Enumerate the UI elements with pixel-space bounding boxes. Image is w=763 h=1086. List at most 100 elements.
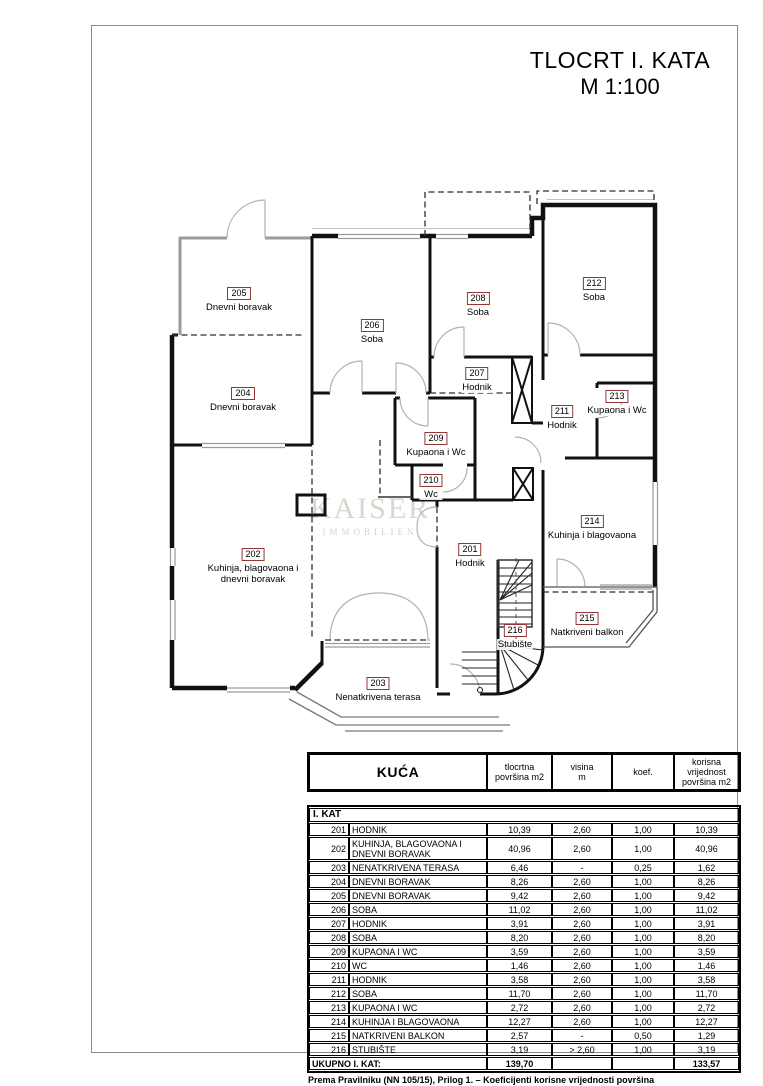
eave-lines: [312, 199, 654, 229]
cell-height: 2,60: [552, 889, 612, 902]
cell-value: 3,91: [674, 917, 740, 930]
table-row: 211 HODNIK 3,58 2,60 1,00 3,58: [309, 973, 740, 986]
cell-room-no: 208: [309, 931, 349, 944]
cell-value: 8,20: [674, 931, 740, 944]
cell-room-no: 212: [309, 987, 349, 1000]
cell-value: 3,19: [674, 1043, 740, 1056]
cell-room-no: 201: [309, 823, 349, 836]
table-rows: 201 HODNIK 10,39 2,60 1,00 10,39 202 KUH…: [309, 823, 740, 1056]
cell-room-no: 204: [309, 875, 349, 888]
cell-area: 12,27: [487, 1015, 552, 1028]
cell-room-no: 215: [309, 1029, 349, 1042]
cell-room-name: SOBA: [349, 987, 487, 1000]
table-row: 215 NATKRIVENI BALKON 2,57 - 0,50 1,29: [309, 1029, 740, 1042]
cell-value: 40,96: [674, 837, 740, 860]
total-height: [552, 1057, 612, 1070]
cell-room-no: 210: [309, 959, 349, 972]
cell-height: 2,60: [552, 823, 612, 836]
cell-value: 1,29: [674, 1029, 740, 1042]
cell-value: 10,39: [674, 823, 740, 836]
cell-value: 11,02: [674, 903, 740, 916]
total-row: UKUPNO I. KAT: 139,70 133,57: [309, 1057, 740, 1070]
table-row: 214 KUHINJA I BLAGOVAONA 12,27 2,60 1,00…: [309, 1015, 740, 1028]
cell-height: -: [552, 861, 612, 874]
cell-area: 40,96: [487, 837, 552, 860]
cell-area: 9,42: [487, 889, 552, 902]
cell-area: 3,58: [487, 973, 552, 986]
cell-area: 8,26: [487, 875, 552, 888]
header-area: tlocrtna površina m2: [487, 754, 553, 790]
cell-value: 2,72: [674, 1001, 740, 1014]
table-row: 210 WC 1,46 2,60 1,00 1,46: [309, 959, 740, 972]
table-row: 206 SOBA 11,02 2,60 1,00 11,02: [309, 903, 740, 916]
cell-room-name: STUBIŠTE: [349, 1043, 487, 1056]
door-arcs: [226, 199, 626, 695]
cell-room-no: 216: [309, 1043, 349, 1056]
cell-room-name: KUPAONA I WC: [349, 1001, 487, 1014]
dashed-lines: [172, 190, 655, 641]
table-row: 209 KUPAONA I WC 3,59 2,60 1,00 3,59: [309, 945, 740, 958]
cell-koef: 1,00: [612, 823, 674, 836]
cell-room-name: SOBA: [349, 931, 487, 944]
cell-room-name: NATKRIVENI BALKON: [349, 1029, 487, 1042]
thin-walls: [378, 496, 533, 628]
cell-value: 3,58: [674, 973, 740, 986]
cell-value: 8,26: [674, 875, 740, 888]
cell-room-no: 203: [309, 861, 349, 874]
cell-height: 2,60: [552, 973, 612, 986]
cell-area: 10,39: [487, 823, 552, 836]
cell-koef: 1,00: [612, 917, 674, 930]
cell-height: 2,60: [552, 903, 612, 916]
cell-room-name: HODNIK: [349, 823, 487, 836]
total-koef: [612, 1057, 674, 1070]
watermark-subtitle: IMMOBILIEN: [322, 527, 418, 537]
cell-room-no: 214: [309, 1015, 349, 1028]
shaft-boxes: [511, 356, 534, 501]
cell-height: 2,60: [552, 959, 612, 972]
cell-koef: 1,00: [612, 931, 674, 944]
cell-room-name: SOBA: [349, 903, 487, 916]
cell-koef: 1,00: [612, 959, 674, 972]
cell-area: 3,91: [487, 917, 552, 930]
cell-koef: 1,00: [612, 903, 674, 916]
cell-area: 11,02: [487, 903, 552, 916]
cell-room-name: KUHINJA, BLAGOVAONA I DNEVNI BORAVAK: [349, 837, 487, 860]
cell-height: 2,60: [552, 875, 612, 888]
header-height: visina m: [552, 754, 613, 790]
cell-area: 6,46: [487, 861, 552, 874]
drawing-scale: M 1:100: [580, 74, 660, 99]
cell-height: 2,60: [552, 931, 612, 944]
terrace-outline: [288, 691, 510, 732]
cell-area: 1,46: [487, 959, 552, 972]
cell-area: 8,20: [487, 931, 552, 944]
cell-room-no: 209: [309, 945, 349, 958]
cell-koef: 0,50: [612, 1029, 674, 1042]
table-row: 201 HODNIK 10,39 2,60 1,00 10,39: [309, 823, 740, 836]
balcony-outline: [543, 586, 658, 648]
cell-height: 2,60: [552, 1001, 612, 1014]
table-row: 212 SOBA 11,70 2,60 1,00 11,70: [309, 987, 740, 1000]
header-value: korisna vrijednost površina m2: [674, 754, 740, 790]
section-title: I. KAT: [309, 808, 740, 822]
cell-area: 2,57: [487, 1029, 552, 1042]
cell-value: 3,59: [674, 945, 740, 958]
cell-room-no: 205: [309, 889, 349, 902]
cell-height: > 2,60: [552, 1043, 612, 1056]
cell-area: 2,72: [487, 1001, 552, 1014]
cell-koef: 1,00: [612, 1001, 674, 1014]
table-footnote: Prema Pravilniku (NN 105/15), Prilog 1. …: [308, 1075, 655, 1085]
cell-koef: 0,25: [612, 861, 674, 874]
cell-koef: 1,00: [612, 889, 674, 902]
table-row: 213 KUPAONA I WC 2,72 2,60 1,00 2,72: [309, 1001, 740, 1014]
cell-koef: 1,00: [612, 1043, 674, 1056]
table-row: 216 STUBIŠTE 3,19 > 2,60 1,00 3,19: [309, 1043, 740, 1056]
total-area: 139,70: [487, 1057, 552, 1070]
cell-room-no: 213: [309, 1001, 349, 1014]
cell-room-no: 206: [309, 903, 349, 916]
cell-room-name: DNEVNI BORAVAK: [349, 889, 487, 902]
cell-koef: 1,00: [612, 973, 674, 986]
cell-koef: 1,00: [612, 837, 674, 860]
gray-walls: [178, 236, 312, 335]
